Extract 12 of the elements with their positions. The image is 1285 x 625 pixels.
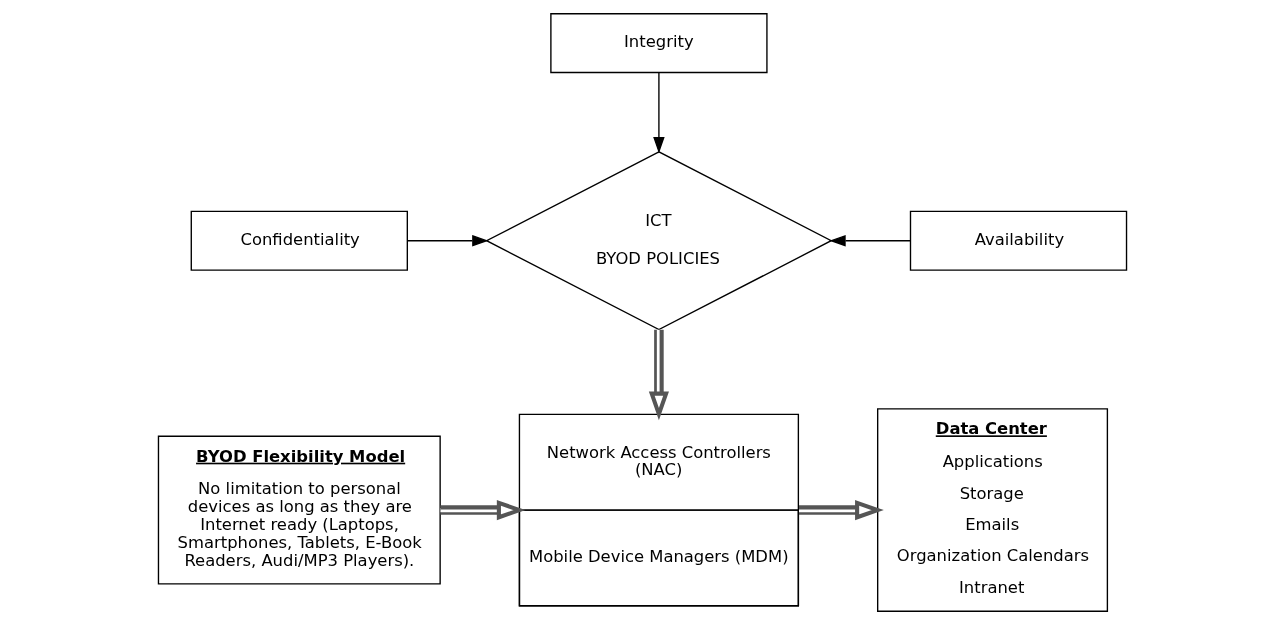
arrow: [799, 500, 884, 521]
arrow: [653, 72, 665, 154]
node-box: Confidentiality: [190, 210, 408, 271]
arrow: [440, 500, 526, 521]
arrow: [406, 234, 489, 247]
node-box: Integrity: [550, 13, 768, 74]
node-diamond: ICT BYOD POLICIES: [485, 151, 833, 331]
node-box: Availability: [909, 210, 1128, 271]
arrow: [829, 234, 911, 247]
node-box: Data Center Applications Storage Emails Organization Calendars Intranet: [877, 408, 1109, 612]
arrow: [648, 329, 669, 421]
node-box: BYOD Flexibility Model No limitation to personal devices as long as they are Internet ready (Laptops, Smartphones, Tablets, E-Book Readers, Audi/MP3 Players).: [157, 435, 441, 585]
